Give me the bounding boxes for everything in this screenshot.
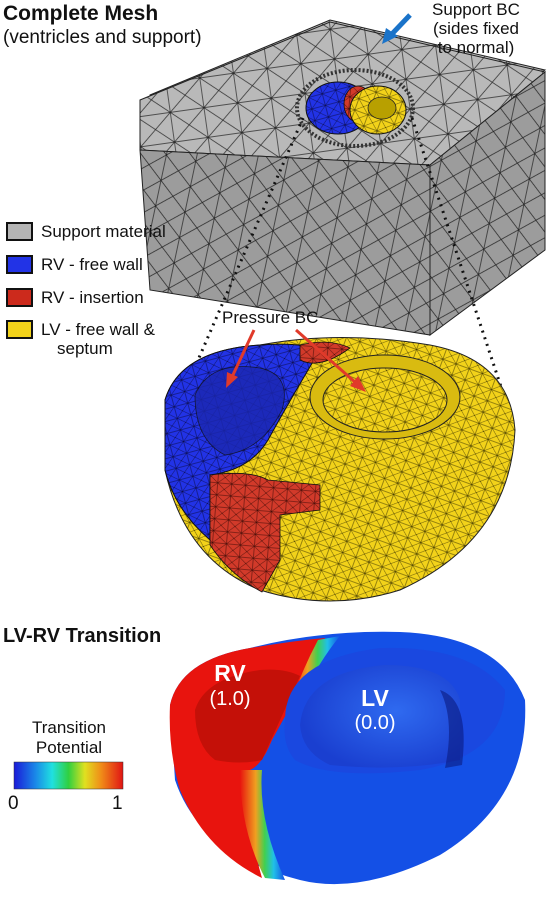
rv-value: (1.0) [209,688,251,710]
colorbar-min-label: 0 [8,793,19,814]
legend-label-rv-insertion: RV - insertion [41,288,144,307]
legend-label-support: Support material [41,222,166,241]
legend-item-support: Support material [6,222,166,241]
lv-cavity-inner [300,665,460,768]
support-bc-line3: to normal) [437,38,515,57]
colorbar-title-line2: Potential [35,738,103,757]
heart-transition-band [240,770,285,880]
lv-label: LV [361,685,389,711]
complete-mesh-title: Complete Mesh [3,2,159,25]
lv-cavity-shadow [440,690,464,768]
legend-item-lv: LV - free wall & septum [6,320,155,358]
legend-label-lv-line1: LV - free wall & [41,320,156,339]
complete-mesh-subtitle: (ventricles and support) [3,27,202,48]
rv-insertion-lower [209,472,321,593]
pressure-bc-label: Pressure BC [222,308,319,327]
legend-item-rv-insertion: RV - insertion [6,288,144,307]
legend-item-rv-free-wall: RV - free wall [6,255,143,274]
rv-insertion-region [299,341,351,364]
pressure-bc-arrows [226,328,366,392]
legend-swatch-rv-insertion [6,288,33,307]
colorbar-max-label: 1 [112,793,123,814]
legend-swatch-lv [6,320,33,339]
support-bc-arrow [382,13,412,44]
lv-value: (0.0) [354,712,396,734]
colorbar [13,761,124,790]
colorbar-title-line1: Transition [31,718,106,737]
support-bc-label: Support BC (sides fixed to normal) [414,0,538,57]
transition-heart [169,631,526,885]
lv-cavity [322,367,448,433]
support-block [139,19,547,336]
legend-label-rv-free-wall: RV - free wall [41,255,143,274]
embedded-lv-cavity [367,96,397,120]
embedded-ring-mesh [295,68,415,148]
colorbar-title: Transition Potential [14,718,124,758]
legend-label-lv: LV - free wall & septum [41,320,155,358]
transition-title: LV-RV Transition [3,625,162,647]
legend-swatch-rv-free-wall [6,255,33,274]
legend-swatch-support [6,222,33,241]
support-bc-line1: Support BC [432,0,520,19]
rv-cavity [194,366,285,456]
rv-cavity-inner [195,669,300,763]
rv-label: RV [214,660,246,686]
support-bc-line2: (sides fixed [433,19,519,38]
legend-label-lv-line2: septum [57,339,113,358]
support-block-side [429,70,546,336]
ventricle-mesh [164,337,516,602]
